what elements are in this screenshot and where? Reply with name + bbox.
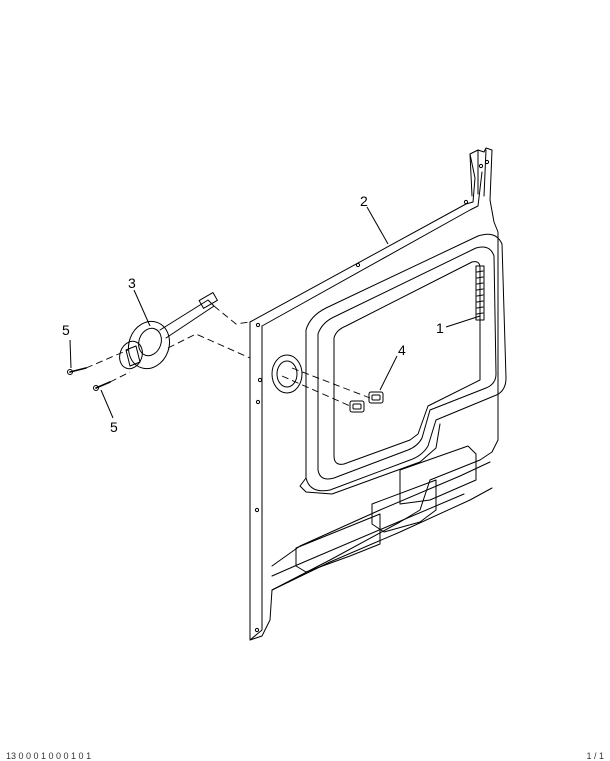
leader-5b bbox=[100, 389, 114, 419]
window-bezel-outer bbox=[305, 233, 507, 492]
switch-left bbox=[349, 400, 365, 413]
callout-3: 3 bbox=[128, 275, 136, 291]
handle-opening-ring bbox=[271, 354, 303, 394]
panel-hole bbox=[257, 377, 263, 383]
leader-1 bbox=[445, 315, 481, 328]
lower-pocket-upper bbox=[399, 445, 477, 505]
callout-5-lower: 5 bbox=[110, 419, 118, 435]
flange-hole bbox=[478, 163, 484, 169]
callout-4: 4 bbox=[398, 342, 406, 358]
leader-5a bbox=[69, 339, 72, 369]
pocket-bottom-edge bbox=[271, 487, 493, 591]
assembly-line-screw-b bbox=[109, 371, 131, 383]
switch-right bbox=[368, 391, 384, 404]
footer-part-number: 13 0 0 0 1 0 0 0 1 0 1 bbox=[6, 751, 92, 761]
panel-hole bbox=[255, 322, 261, 328]
window-opening bbox=[333, 261, 481, 465]
upper-flange bbox=[469, 149, 487, 197]
door-trim-panel-outline bbox=[249, 147, 499, 641]
panel-face-edge bbox=[261, 171, 483, 327]
handle-housing bbox=[127, 320, 171, 370]
callout-2: 2 bbox=[360, 193, 368, 209]
callout-5-upper: 5 bbox=[62, 322, 70, 338]
vent-grille bbox=[475, 265, 485, 321]
assembly-line-screw-a bbox=[85, 349, 129, 369]
panel-hole bbox=[463, 199, 469, 205]
screw-lower-head bbox=[93, 385, 99, 391]
pocket-lip-lower bbox=[271, 493, 465, 577]
leader-3 bbox=[133, 289, 151, 327]
lower-pocket-low bbox=[295, 513, 381, 573]
panel-hole bbox=[355, 262, 361, 268]
assembly-line-rod bbox=[213, 305, 251, 325]
footer-page-index: 1 / 1 bbox=[586, 751, 604, 761]
panel-hole bbox=[255, 399, 261, 405]
assembly-line-switch bbox=[281, 375, 351, 407]
panel-hole bbox=[254, 507, 260, 513]
bezel-return bbox=[299, 423, 441, 495]
window-bezel-mid bbox=[317, 246, 497, 480]
handle-rod bbox=[159, 299, 215, 339]
panel-hole bbox=[254, 627, 260, 633]
leader-4 bbox=[379, 355, 398, 391]
flange-hole bbox=[484, 159, 490, 165]
screw-upper-head bbox=[67, 369, 73, 375]
lower-pocket-mid bbox=[371, 479, 437, 533]
handle-lever bbox=[125, 345, 141, 367]
switch-left-key bbox=[352, 403, 362, 410]
leader-2 bbox=[366, 206, 389, 245]
handle-rod-clip bbox=[198, 292, 218, 309]
assembly-line-housing bbox=[167, 333, 251, 359]
switch-right-key bbox=[371, 394, 381, 401]
panel-left-edge bbox=[249, 325, 263, 641]
handle-bezel bbox=[119, 340, 143, 370]
pocket-lip bbox=[271, 461, 491, 567]
handle-opening bbox=[276, 360, 298, 388]
assembly-line-switch-b bbox=[291, 367, 371, 399]
handle-housing-inner bbox=[138, 327, 162, 357]
callout-1: 1 bbox=[436, 320, 444, 336]
vent-grille-slats bbox=[476, 270, 484, 315]
